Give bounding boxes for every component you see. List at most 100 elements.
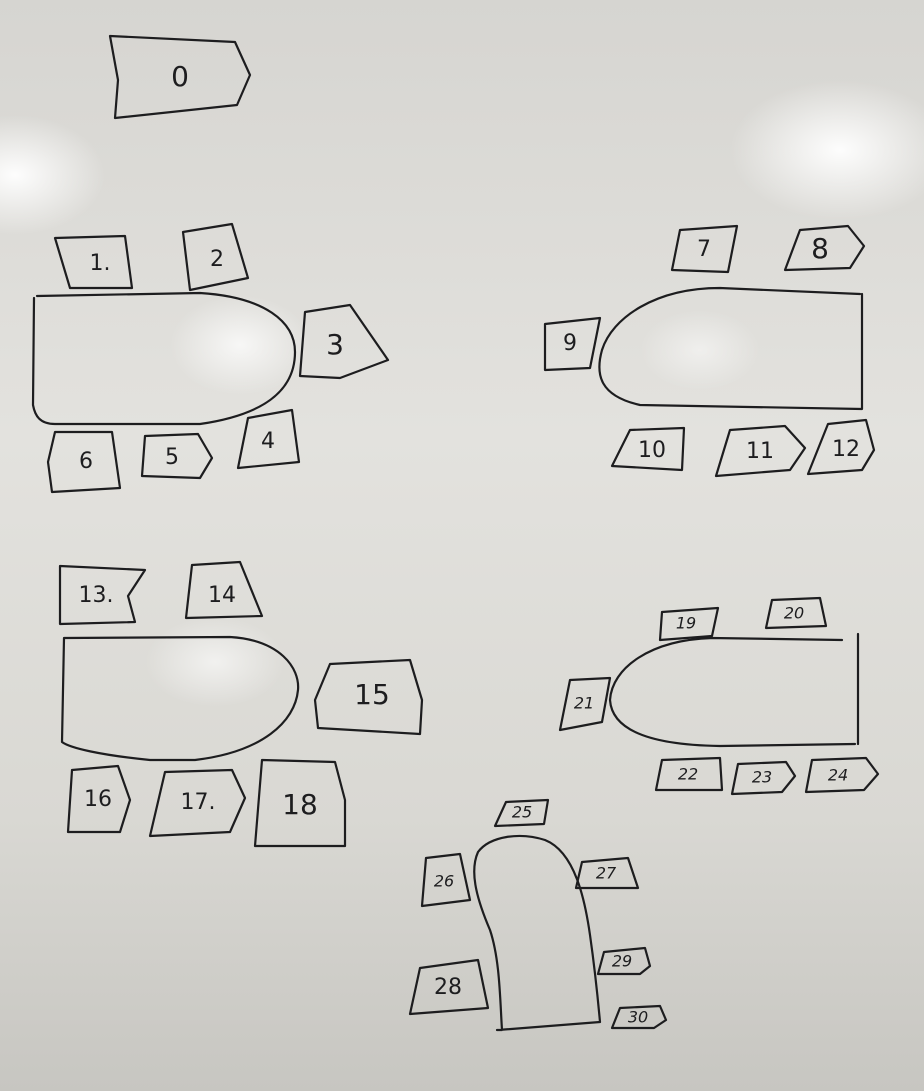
seat-17[interactable]: 17. bbox=[148, 768, 247, 838]
seat-23-box bbox=[730, 760, 797, 796]
seat-8-label: 8 bbox=[811, 232, 829, 265]
seat-16[interactable]: 16 bbox=[66, 764, 132, 834]
seat-6-label: 6 bbox=[79, 449, 93, 474]
seat-6[interactable]: 6 bbox=[46, 430, 122, 494]
seat-13[interactable]: 13. bbox=[58, 564, 147, 626]
seat-27[interactable]: 27 bbox=[574, 856, 640, 890]
seat-28[interactable]: 28 bbox=[408, 958, 490, 1016]
seat-14-label: 14 bbox=[208, 583, 236, 608]
seat-9-box bbox=[543, 316, 602, 372]
seat-3[interactable]: 3 bbox=[298, 303, 390, 380]
seat-5-label: 5 bbox=[165, 445, 179, 470]
seat-18[interactable]: 18 bbox=[253, 758, 347, 848]
seat-4[interactable]: 4 bbox=[236, 408, 301, 470]
seat-29-box bbox=[596, 946, 652, 976]
seat-30-box bbox=[610, 1004, 668, 1030]
seat-25-label: 25 bbox=[512, 803, 532, 822]
seat-25-box bbox=[493, 798, 550, 828]
seat-1-box bbox=[53, 234, 134, 290]
seat-26[interactable]: 26 bbox=[420, 852, 472, 908]
seat-10-label: 10 bbox=[638, 438, 666, 463]
seat-2-label: 2 bbox=[210, 247, 224, 272]
seat-19[interactable]: 19 bbox=[658, 606, 720, 642]
seat-26-label: 26 bbox=[434, 872, 454, 891]
seat-11-label: 11 bbox=[746, 439, 774, 464]
seat-2[interactable]: 2 bbox=[181, 222, 250, 292]
seat-22-label: 22 bbox=[678, 765, 698, 784]
seat-20-label: 20 bbox=[784, 604, 804, 623]
seat-9[interactable]: 9 bbox=[543, 316, 602, 372]
seat-2-box bbox=[181, 222, 250, 292]
seat-15[interactable]: 15 bbox=[313, 658, 424, 736]
seat-7-label: 7 bbox=[697, 237, 711, 262]
seat-0-label: 0 bbox=[171, 60, 189, 93]
seat-0-box bbox=[108, 34, 252, 120]
seat-12-box bbox=[806, 418, 876, 476]
seat-13-label: 13. bbox=[79, 583, 114, 608]
table-top-right bbox=[598, 286, 864, 411]
seat-11-box bbox=[714, 424, 807, 478]
seat-22-box bbox=[654, 756, 724, 792]
seat-18-label: 18 bbox=[282, 788, 318, 821]
seat-24-label: 24 bbox=[828, 766, 848, 785]
seat-5[interactable]: 5 bbox=[140, 432, 214, 480]
seat-10-box bbox=[610, 426, 686, 472]
seat-1-label: 1. bbox=[90, 251, 111, 276]
seat-17-box bbox=[148, 768, 247, 838]
seat-22[interactable]: 22 bbox=[654, 756, 724, 792]
seat-29[interactable]: 29 bbox=[596, 946, 652, 976]
seat-29-label: 29 bbox=[612, 952, 632, 971]
seat-23-label: 23 bbox=[752, 768, 772, 787]
seat-15-label: 15 bbox=[354, 678, 390, 711]
seat-26-box bbox=[420, 852, 472, 908]
seat-13-box bbox=[58, 564, 147, 626]
seat-23[interactable]: 23 bbox=[730, 760, 797, 796]
seat-24[interactable]: 24 bbox=[804, 756, 880, 794]
seat-27-label: 27 bbox=[596, 864, 617, 883]
seat-19-box bbox=[658, 606, 720, 642]
seat-0[interactable]: 0 bbox=[108, 34, 252, 120]
seat-28-box bbox=[408, 958, 490, 1016]
seat-21[interactable]: 21 bbox=[558, 676, 612, 732]
seat-14[interactable]: 14 bbox=[184, 560, 264, 620]
seat-24-box bbox=[804, 756, 880, 794]
seat-20-box bbox=[764, 596, 828, 630]
seat-17-label: 17. bbox=[181, 790, 216, 815]
table-bottom-center bbox=[473, 834, 602, 1032]
seat-3-box bbox=[298, 303, 390, 380]
seat-11[interactable]: 11 bbox=[714, 424, 807, 478]
seat-8-box bbox=[783, 224, 866, 272]
seat-6-box bbox=[46, 430, 122, 494]
seat-3-label: 3 bbox=[326, 328, 344, 361]
table-middle-left bbox=[60, 635, 300, 762]
seat-5-box bbox=[140, 432, 214, 480]
seat-1[interactable]: 1. bbox=[53, 234, 134, 290]
seat-12[interactable]: 12 bbox=[806, 418, 876, 476]
seat-15-box bbox=[313, 658, 424, 736]
seat-9-label: 9 bbox=[563, 331, 577, 356]
seat-27-box bbox=[574, 856, 640, 890]
seat-14-box bbox=[184, 560, 264, 620]
table-middle-right bbox=[608, 632, 860, 748]
seat-4-box bbox=[236, 408, 301, 470]
seat-21-box bbox=[558, 676, 612, 732]
seat-30-label: 30 bbox=[628, 1008, 648, 1027]
seat-19-label: 19 bbox=[676, 614, 696, 633]
seat-18-box bbox=[253, 758, 347, 848]
table-top-left bbox=[31, 291, 297, 426]
seat-7-box bbox=[670, 224, 739, 274]
seat-12-label: 12 bbox=[832, 437, 860, 462]
seat-16-box bbox=[66, 764, 132, 834]
seat-30[interactable]: 30 bbox=[610, 1004, 668, 1030]
seat-25[interactable]: 25 bbox=[493, 798, 550, 828]
seat-4-label: 4 bbox=[261, 429, 275, 454]
seat-10[interactable]: 10 bbox=[610, 426, 686, 472]
seat-8[interactable]: 8 bbox=[783, 224, 866, 272]
seat-20[interactable]: 20 bbox=[764, 596, 828, 630]
seat-16-label: 16 bbox=[84, 787, 112, 812]
seat-28-label: 28 bbox=[434, 975, 462, 1000]
seat-21-label: 21 bbox=[574, 694, 594, 713]
seat-7[interactable]: 7 bbox=[670, 224, 739, 274]
